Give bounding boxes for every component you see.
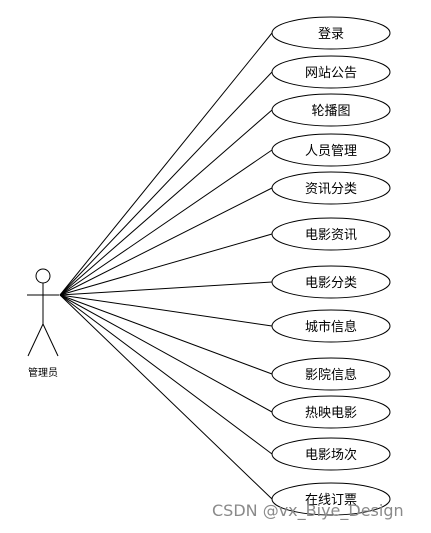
association-line <box>59 294 273 327</box>
association-line <box>59 294 273 413</box>
use-case: 电影分类 <box>271 265 391 299</box>
use-case-ellipse <box>271 55 391 89</box>
use-case-label: 电影分类 <box>305 276 357 291</box>
association-line <box>59 187 273 296</box>
use-case: 热映电影 <box>271 395 391 429</box>
use-case-ellipse <box>271 93 391 127</box>
use-case: 影院信息 <box>271 357 391 391</box>
actor-right-leg <box>42 323 59 357</box>
use-case: 资讯分类 <box>271 171 391 205</box>
use-case: 电影资讯 <box>271 217 391 251</box>
use-case-label: 热映电影 <box>305 406 357 421</box>
use-case: 电影场次 <box>271 437 391 471</box>
association-line <box>59 294 273 455</box>
use-case: 登录 <box>271 16 391 50</box>
association-line <box>59 149 273 296</box>
use-case-ellipse <box>271 482 391 516</box>
use-case-ellipse <box>271 395 391 429</box>
association-lines <box>59 32 273 500</box>
watermark-text: CSDN @vx_Biye_Design <box>212 501 404 520</box>
association-line <box>59 32 273 296</box>
use-case-label: 轮播图 <box>311 104 350 119</box>
use-case-ellipse <box>271 217 391 251</box>
use-case-ellipse <box>271 437 391 471</box>
use-case-label: 影院信息 <box>305 367 357 383</box>
association-line <box>59 109 273 296</box>
use-case-label: 资讯分类 <box>305 182 357 197</box>
association-line <box>59 71 273 296</box>
use-case-list: 登录网站公告轮播图人员管理资讯分类电影资讯电影分类城市信息影院信息热映电影电影场… <box>271 16 391 516</box>
use-case: 城市信息 <box>271 309 391 343</box>
association-line <box>59 294 273 375</box>
use-case: 轮播图 <box>271 93 391 127</box>
actor-left-leg <box>27 323 44 357</box>
use-case-label: 电影资讯 <box>305 228 357 243</box>
use-case-ellipse <box>271 16 391 50</box>
use-case-ellipse <box>271 133 391 167</box>
association-line <box>59 281 273 296</box>
use-case-ellipse <box>271 171 391 205</box>
actor-figure: 管理员 <box>27 268 59 379</box>
use-case-label: 人员管理 <box>305 144 357 159</box>
actor-head <box>35 268 51 284</box>
use-case-ellipse <box>271 309 391 343</box>
use-case-label: 电影场次 <box>305 447 357 463</box>
use-case: 在线订票 <box>271 482 391 516</box>
use-case-label: 在线订票 <box>305 493 357 508</box>
association-line <box>59 233 273 296</box>
association-line <box>59 294 273 500</box>
actor-label: 管理员 <box>28 366 58 379</box>
use-case-label: 登录 <box>318 27 344 42</box>
use-case-ellipse <box>271 357 391 391</box>
use-case-label: 城市信息 <box>305 319 357 335</box>
use-case-ellipse <box>271 265 391 299</box>
use-case: 人员管理 <box>271 133 391 167</box>
use-case: 网站公告 <box>271 55 391 89</box>
use-case-label: 网站公告 <box>305 66 357 81</box>
